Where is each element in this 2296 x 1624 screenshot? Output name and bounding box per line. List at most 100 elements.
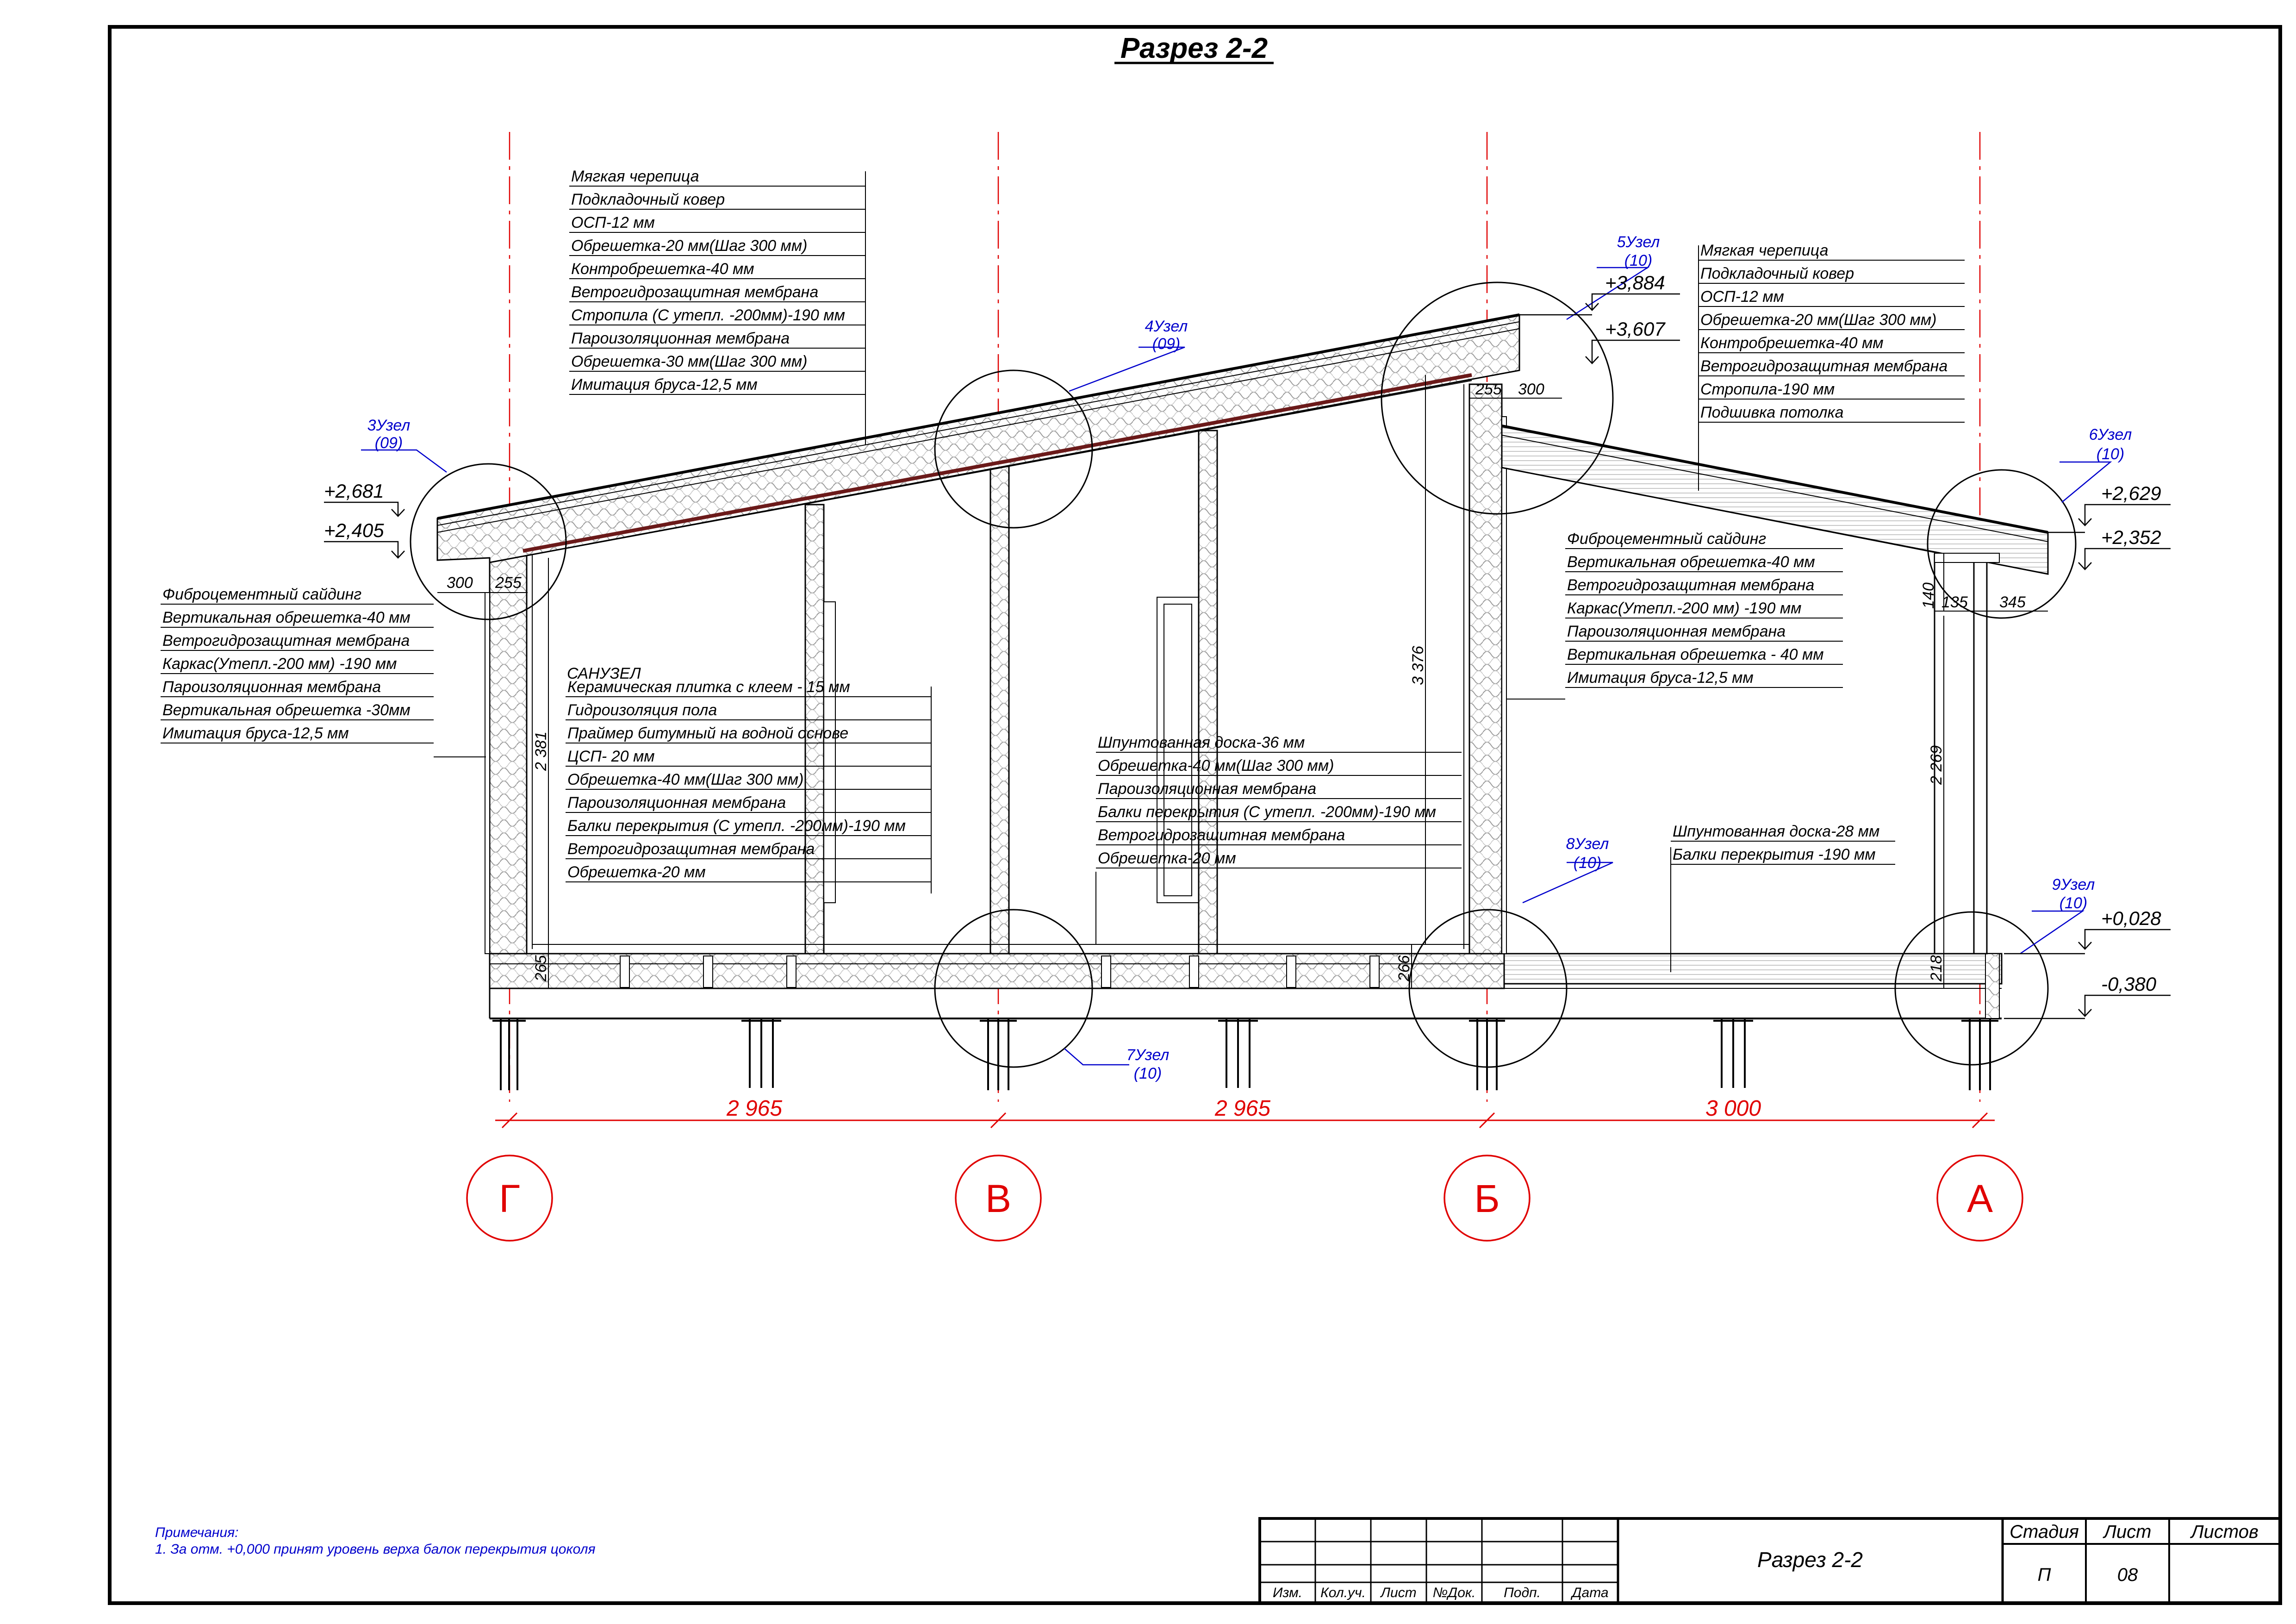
node-leaders	[361, 267, 2112, 1066]
dim-345-right: 345	[1999, 593, 2026, 611]
callout-wall-right-item: Пароизоляционная мембрана	[1567, 623, 1786, 640]
tb-col-list: Лист	[1380, 1585, 1416, 1600]
callout-roof-main-item: Обрешетка-20 мм(Шаг 300 мм)	[571, 237, 807, 255]
dim-135-right: 135	[1941, 593, 1968, 611]
floor-slab	[489, 953, 1505, 989]
elev-roof-left-bottom: +2,405	[324, 519, 384, 541]
callout-roof-main-item: Обрешетка-30 мм(Шаг 300 мм)	[571, 353, 807, 370]
callout-roof-porch-item: Подкладочный ковер	[1700, 265, 1854, 282]
callout-bath-floor-item: Ветрогидрозащитная мембрана	[567, 840, 815, 858]
node-3-ref: (09)	[375, 434, 403, 452]
elevation-marks	[324, 293, 2171, 1019]
bath-room-name: САНУЗЕЛ	[567, 665, 641, 682]
callout-bath-floor-item: Керамическая плитка с клеем - 15 мм	[567, 678, 850, 696]
callout-bath-floor-item: Праймер битумный на водной основе	[567, 725, 848, 742]
dim-265: 265	[532, 955, 550, 982]
callout-bath-floor-item: Балки перекрытия (С утепл. -200мм)-190 м…	[567, 817, 906, 835]
porch-post	[1973, 552, 1988, 955]
callout-roof-porch-item: Обрешетка-20 мм(Шаг 300 мм)	[1700, 311, 1936, 329]
callout-wall-left-item: Фиброцементный сайдинг	[162, 586, 361, 603]
callout-roof-main-item: ОСП-12 мм	[571, 214, 655, 231]
partition-room	[1198, 430, 1218, 955]
dim-2269: 2 269	[1928, 745, 1945, 785]
tb-col-kol: Кол.уч.	[1320, 1585, 1366, 1600]
node-6-label: 6Узел	[2089, 426, 2132, 443]
callout-roof-porch-item: Ветрогидрозащитная мембрана	[1700, 357, 1948, 375]
tb-stage-value: П	[2038, 1565, 2052, 1585]
notes-line-1: 1. За отм. +0,000 принят уровень верха б…	[155, 1542, 596, 1557]
dim-3376: 3 376	[1409, 646, 1427, 685]
callout-roof-porch-item: Подшивка потолка	[1700, 404, 1844, 421]
callout-wall-right-item: Имитация бруса-12,5 мм	[1567, 669, 1754, 687]
callout-wall-right-item: Каркас(Утепл.-200 мм) -190 мм	[1567, 600, 1801, 617]
node-8-ref: (10)	[1574, 854, 1601, 872]
axis-span-3: 3 000	[1705, 1096, 1761, 1121]
callout-roof-porch-item: Контробрешетка-40 мм	[1700, 334, 1884, 352]
tb-stage-label: Стадия	[2010, 1522, 2079, 1542]
callout-room-floor-item: Обрешетка-20 мм	[1098, 849, 1236, 867]
callout-roof-main-item: Мягкая черепица	[571, 168, 699, 185]
partition-v	[989, 462, 1010, 955]
callout-roof-main-item: Пароизоляционная мембрана	[571, 330, 790, 347]
node-5-ref: (10)	[1624, 252, 1652, 269]
elev-ridge-bottom: +3,607	[1605, 318, 1666, 340]
callout-bath-floor-item: Пароизоляционная мембрана	[567, 794, 786, 812]
callout-wall-right-item: Ветрогидрозащитная мембрана	[1567, 576, 1814, 594]
tb-sheet-value: 08	[2117, 1565, 2138, 1585]
callout-wall-left-item: Каркас(Утепл.-200 мм) -190 мм	[162, 655, 397, 673]
axis-dimension-chain	[495, 1112, 1995, 1129]
axis-letter-g: Г	[499, 1177, 520, 1220]
callout-bath-floor-item: ЦСП- 20 мм	[567, 748, 655, 765]
callout-wall-left-item: Вертикальная обрешетка -30мм	[162, 701, 411, 719]
callout-wall-left-item: Вертикальная обрешетка-40 мм	[162, 609, 411, 626]
callout-roof-main-item: Подкладочный ковер	[571, 191, 725, 208]
room-door	[1157, 597, 1199, 903]
building-section	[436, 313, 2049, 1090]
dim-140-right: 140	[1920, 582, 1937, 609]
partition-bath	[804, 504, 825, 955]
node-8-label: 8Узел	[1566, 835, 1609, 853]
tb-col-izm: Изм.	[1273, 1585, 1302, 1600]
node-5-label: 5Узел	[1617, 233, 1660, 251]
callout-porch-floor-item: Шпунтованная доска-28 мм	[1673, 823, 1879, 840]
callout-roof-porch-item: Стропила-190 мм	[1700, 381, 1835, 398]
foundation-piles	[492, 1018, 1998, 1090]
axis-span-2: 2 965	[1214, 1096, 1270, 1121]
tb-sheet-label: Лист	[2103, 1522, 2152, 1542]
drawing-frame	[108, 25, 2282, 1605]
callout-bath-floor-item: Обрешетка-40 мм(Шаг 300 мм)	[567, 771, 803, 788]
porch-floor	[1503, 953, 2003, 985]
tb-drawing-name: Разрез 2-2	[1757, 1548, 1863, 1572]
left-wall	[489, 545, 528, 955]
callout-room-floor-item: Обрешетка-40 мм(Шаг 300 мм)	[1098, 757, 1334, 775]
bath-door	[823, 601, 836, 903]
node-9-ref: (10)	[2060, 894, 2087, 912]
drawing-title: Разрез 2-2	[1120, 32, 1268, 64]
elev-roof-right-top: +2,629	[2101, 482, 2161, 504]
callout-wall-right-item: Вертикальная обрешетка-40 мм	[1567, 553, 1815, 571]
callout-wall-left-item: Пароизоляционная мембрана	[162, 678, 381, 696]
node-9-label: 9Узел	[2052, 876, 2095, 893]
tb-col-sign: Подп.	[1504, 1585, 1541, 1600]
elev-ground: -0,380	[2101, 973, 2157, 995]
elev-floor: +0,028	[2101, 907, 2161, 929]
dim-218: 218	[1928, 955, 1945, 982]
callout-room-floor-item: Ветрогидрозащитная мембрана	[1098, 826, 1345, 844]
node-4-ref: (09)	[1152, 335, 1180, 353]
porch-roof	[1501, 425, 2049, 575]
callout-roof-main-item: Имитация бруса-12,5 мм	[571, 376, 758, 394]
callout-wall-right-item: Фиброцементный сайдинг	[1567, 530, 1766, 548]
callout-roof-main-item: Ветрогидрозащитная мембрана	[571, 283, 818, 301]
axis-span-1: 2 965	[726, 1096, 782, 1121]
callout-room-floor-item: Шпунтованная доска-36 мм	[1098, 734, 1305, 751]
callout-wall-left-item: Имитация бруса-12,5 мм	[162, 725, 349, 742]
tb-col-doc: №Док.	[1433, 1585, 1476, 1600]
node-4-label: 4Узел	[1145, 318, 1188, 335]
callout-roof-porch-item: ОСП-12 мм	[1700, 288, 1784, 306]
callout-porch-floor-item: Балки перекрытия -190 мм	[1673, 846, 1876, 863]
axis-letter-v: В	[985, 1177, 1011, 1220]
dim-300-left: 300	[447, 574, 473, 592]
axis-bubbles	[466, 1155, 2023, 1242]
dim-255-ridge: 255	[1475, 381, 1502, 398]
